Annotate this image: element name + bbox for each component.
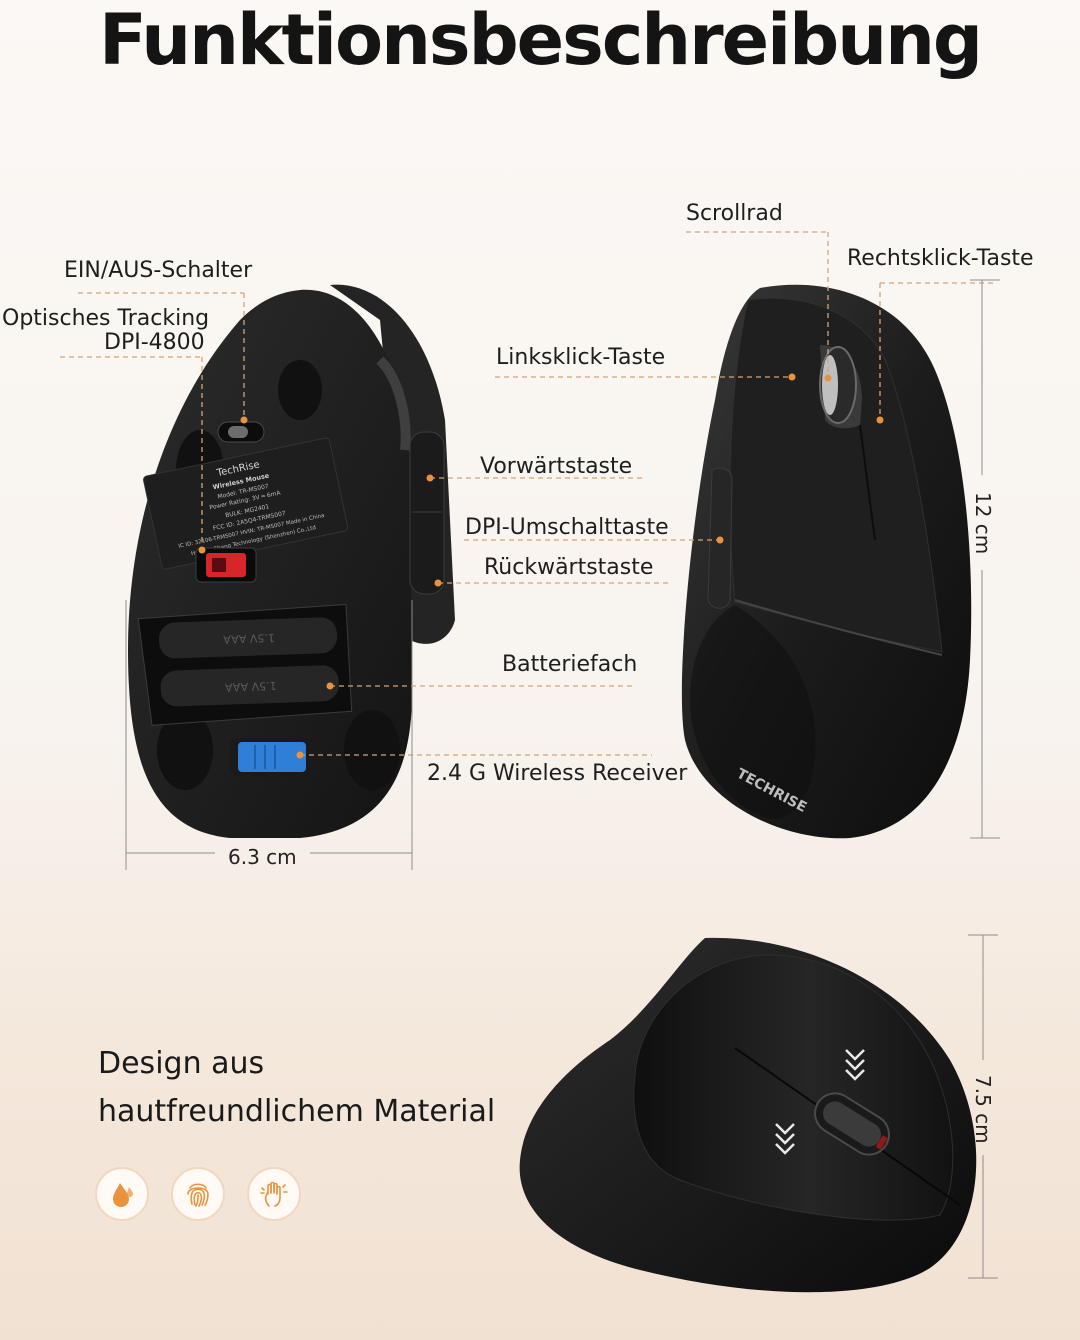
material-line-2: hautfreundlichem Material bbox=[98, 1094, 496, 1129]
label-right-click: Rechtsklick-Taste bbox=[847, 246, 1034, 271]
label-optical-tracking: Optisches Tracking bbox=[2, 306, 210, 331]
material-line-1: Design aus bbox=[98, 1046, 265, 1081]
battery-compartment: 1.5V AAA 1.5V AAA bbox=[137, 603, 353, 726]
fingerprint-icon bbox=[171, 1167, 225, 1221]
dimension-lines bbox=[125, 279, 1000, 1279]
label-left-click: Linksklick-Taste bbox=[496, 345, 666, 370]
label-receiver: 2.4 G Wireless Receiver bbox=[427, 761, 688, 786]
water-drop-icon bbox=[95, 1167, 149, 1221]
feature-icons bbox=[95, 1167, 301, 1221]
hand-icon bbox=[247, 1167, 301, 1221]
material-description: Design aus hautfreundlichem Material bbox=[98, 1040, 495, 1136]
mouse-bottom-view: TechRise Wireless Mouse Model: TR-MS007 … bbox=[128, 284, 455, 838]
mouse-front-view bbox=[519, 937, 977, 1293]
dimension-length: 12 cm bbox=[971, 492, 995, 555]
battery-cell-label-1: 1.5V AAA bbox=[223, 631, 276, 646]
label-back-button: Rückwärtstaste bbox=[484, 555, 654, 580]
mouse-side-view: TECHRISE bbox=[681, 284, 972, 839]
battery-cell-label-2: 1.5V AAA bbox=[224, 679, 277, 694]
wireless-receiver bbox=[238, 742, 306, 772]
label-battery: Batteriefach bbox=[502, 652, 638, 677]
dimension-height: 7.5 cm bbox=[971, 1075, 995, 1144]
label-power-switch: EIN/AUS-Schalter bbox=[64, 258, 253, 283]
front-scroll-wheel bbox=[814, 1092, 890, 1156]
label-dpi-4800: DPI-4800 bbox=[104, 330, 205, 355]
dimension-width: 6.3 cm bbox=[228, 845, 297, 869]
label-scroll-wheel: Scrollrad bbox=[686, 201, 783, 226]
press-arrows bbox=[775, 1049, 865, 1155]
label-forward-button: Vorwärtstaste bbox=[480, 454, 633, 479]
leader-lines bbox=[60, 231, 995, 756]
label-dpi-switch: DPI-Umschalttaste bbox=[465, 515, 669, 540]
callout-dots bbox=[198, 373, 884, 759]
page-title: Funktionsbeschreibung bbox=[98, 0, 983, 81]
